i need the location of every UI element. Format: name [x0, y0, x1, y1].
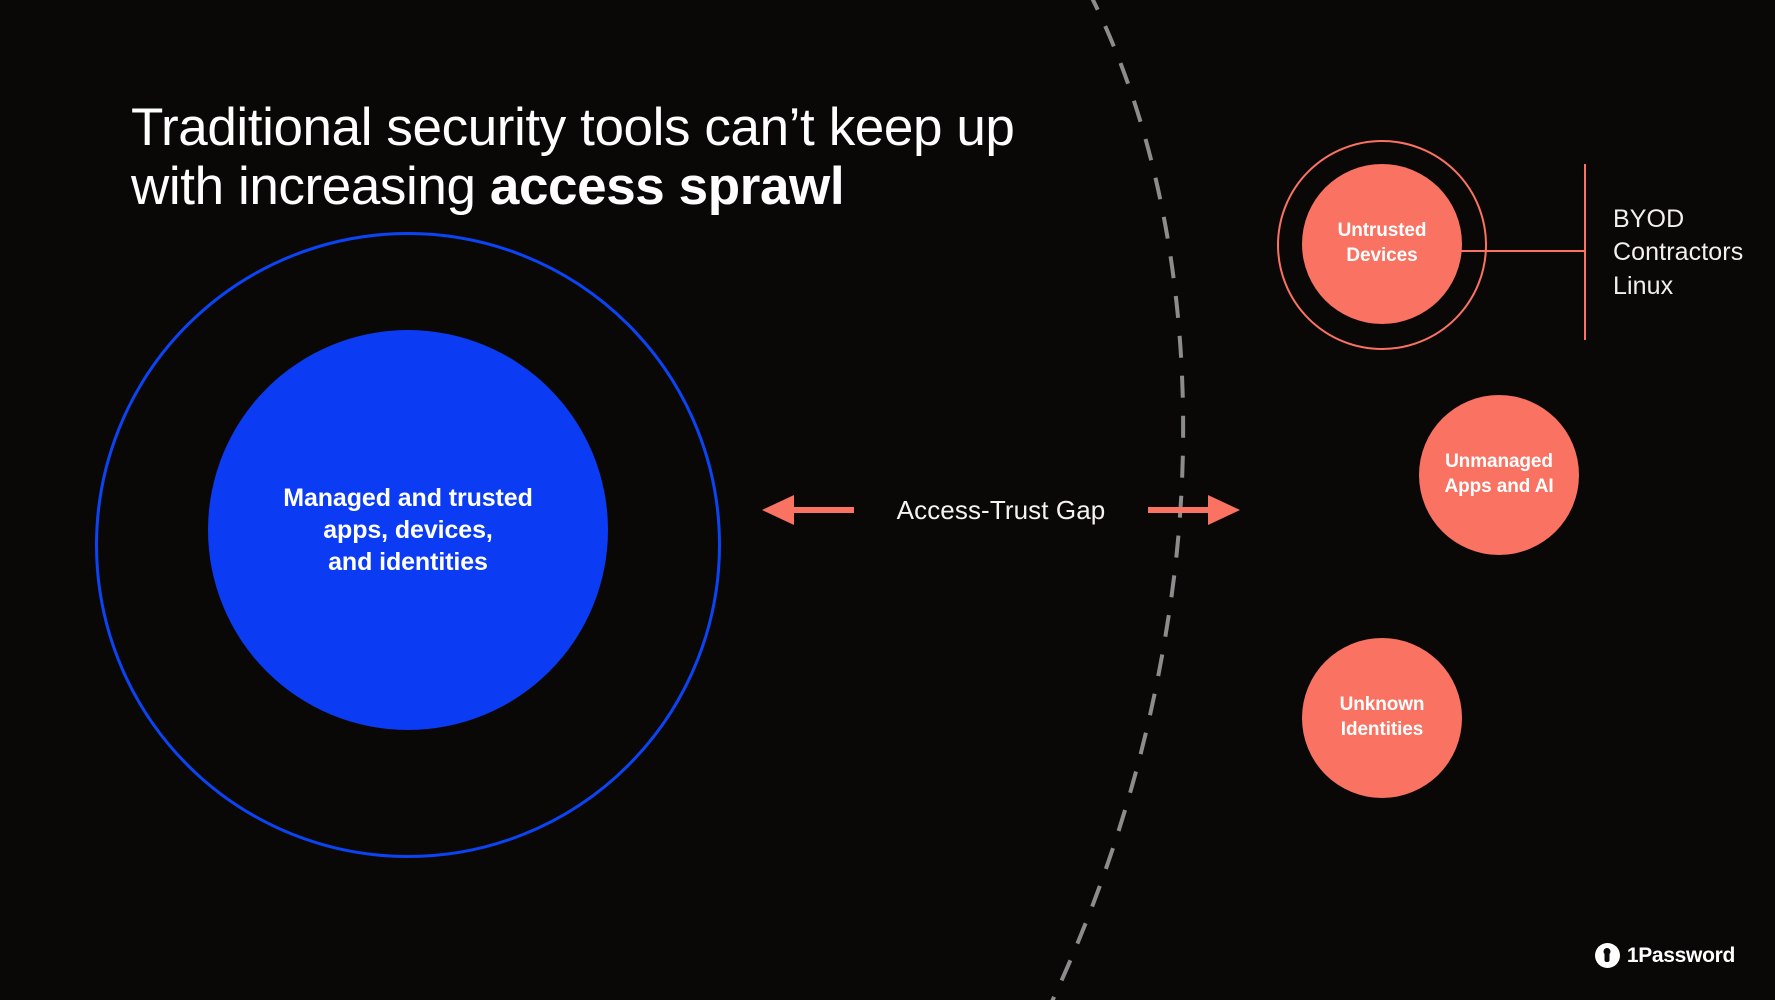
arrow-right-icon [1144, 495, 1240, 525]
headline-lead: Traditional security tools can’t keep up… [131, 97, 1015, 216]
access-trust-gap-label: Access-Trust Gap [896, 494, 1106, 525]
headline-emphasis: access sprawl [489, 156, 845, 216]
bubble-unmanaged-apps: Unmanaged Apps and AI [1419, 395, 1579, 555]
callout-bracket-line [1584, 164, 1586, 340]
brand-name: 1Password [1626, 943, 1735, 967]
bubble-unknown-identities-label: Unknown Identities [1339, 694, 1425, 740]
arrow-left-icon [762, 495, 858, 525]
brand-logo: 1Password [1594, 943, 1735, 968]
callout-connector-line [1460, 250, 1585, 252]
trusted-zone-core-label: Managed and trusted apps, devices, and i… [283, 484, 533, 576]
access-trust-gap-group: Access-Trust Gap [762, 488, 1240, 532]
trusted-zone-core-circle: Managed and trusted apps, devices, and i… [208, 330, 608, 730]
bubble-unmanaged-apps-label: Unmanaged Apps and AI [1444, 451, 1554, 497]
1password-keyhole-icon [1594, 943, 1620, 968]
bubble-untrusted-devices: Untrusted Devices [1302, 164, 1462, 324]
bubble-untrusted-devices-label: Untrusted Devices [1337, 220, 1427, 266]
callout-label: BYOD Contractors Linux [1613, 205, 1744, 300]
untrusted-devices-outline-ring [1277, 140, 1487, 350]
trusted-zone-outer-ring [95, 232, 721, 858]
page-title: Traditional security tools can’t keep up… [131, 98, 1061, 217]
bubble-unknown-identities: Unknown Identities [1302, 638, 1462, 798]
